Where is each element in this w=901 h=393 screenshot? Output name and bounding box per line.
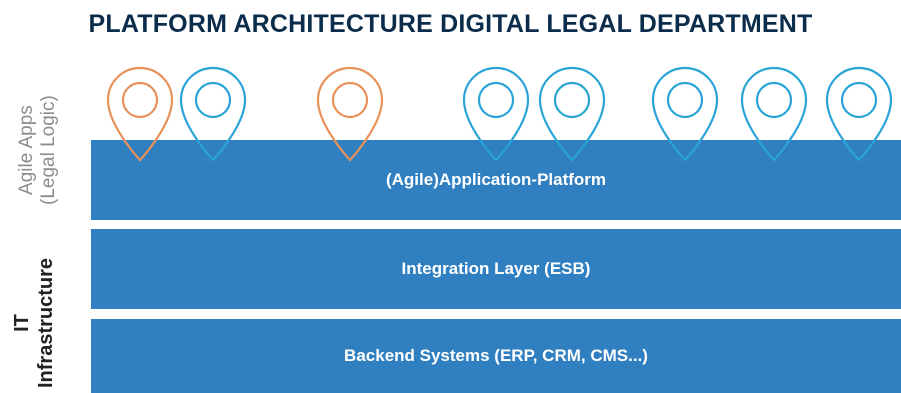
side-label-it-infrastructure: IT Infrastructure <box>10 258 58 388</box>
side-label-it-line1: IT <box>11 314 33 332</box>
integration-layer-label: Integration Layer (ESB) <box>401 259 591 278</box>
location-pin-icon <box>106 66 174 162</box>
side-label-agile-apps-line1: Agile Apps <box>16 105 37 195</box>
diagram-title: PLATFORM ARCHITECTURE DIGITAL LEGAL DEPA… <box>88 10 813 38</box>
integration-layer: Integration Layer (ESB) <box>91 229 901 309</box>
application-platform-label: (Agile)Application-Platform <box>385 170 607 189</box>
location-pin-icon <box>651 66 719 162</box>
side-label-agile-apps: Agile Apps (Legal Logic) <box>16 95 60 205</box>
location-pin-icon <box>740 66 808 162</box>
location-pin-icon <box>462 66 530 162</box>
application-platform-layer: (Agile)Application-Platform <box>91 140 901 220</box>
location-pin-icon <box>179 66 247 162</box>
side-label-it-line2: Infrastructure <box>35 257 57 388</box>
side-label-agile-apps-line2: (Legal Logic) <box>38 95 59 205</box>
location-pin-icon <box>825 66 893 162</box>
backend-systems-layer: Backend Systems (ERP, CRM, CMS...) <box>91 319 901 393</box>
location-pin-icon <box>316 66 384 162</box>
location-pin-icon <box>538 66 606 162</box>
backend-systems-label: Backend Systems (ERP, CRM, CMS...) <box>344 346 648 365</box>
